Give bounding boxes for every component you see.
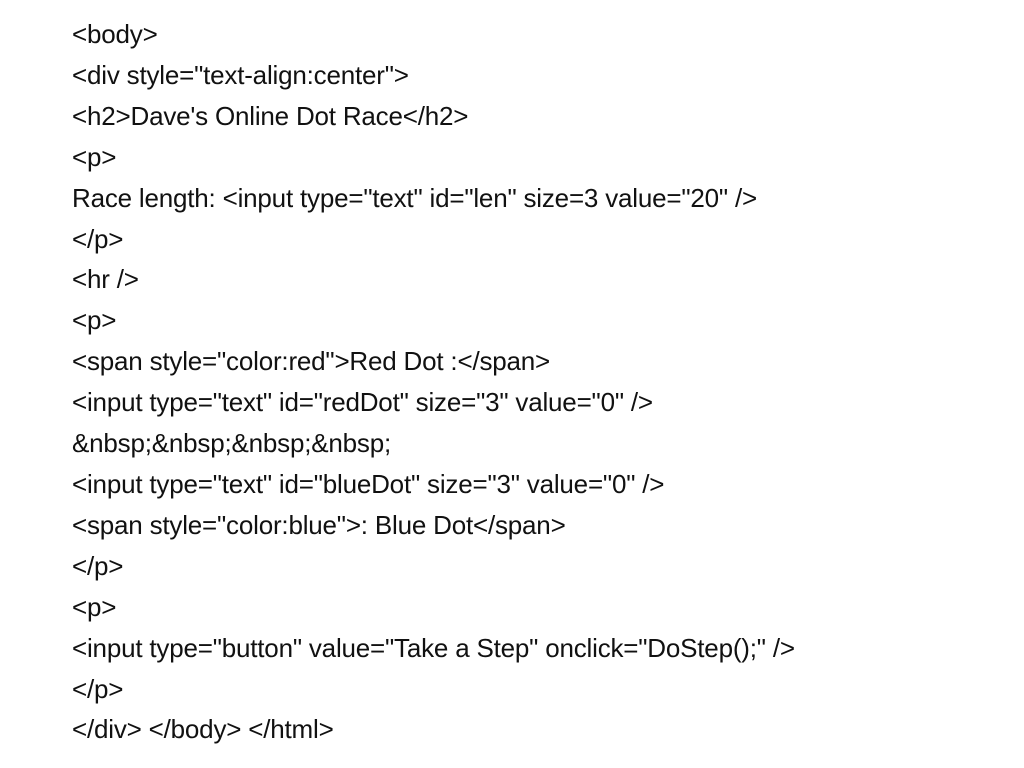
code-line-race-length: Race length: <input type="text" id="len"… xyxy=(72,182,757,213)
code-line-blue-dot-label: <span style="color:blue">: Blue Dot</spa… xyxy=(72,509,566,540)
code-line-spacing: &nbsp;&nbsp;&nbsp;&nbsp; xyxy=(72,428,391,459)
code-line-body-open: <body> xyxy=(72,19,158,49)
code-line-p-close: </p> xyxy=(72,550,124,581)
code-line-red-dot-label: <span style="color:red">Red Dot :</span> xyxy=(72,346,551,377)
code-line-p-close: </p> xyxy=(72,673,124,704)
code-line-red-dot-input: <input type="text" id="redDot" size="3" … xyxy=(72,387,653,418)
code-line-closing-tags: </div> </body> </html> xyxy=(72,714,334,745)
code-line-blue-dot-input: <input type="text" id="blueDot" size="3"… xyxy=(72,468,665,499)
code-line-div-open: <div style="text-align:center"> xyxy=(72,59,409,90)
code-line-p-open: <p> xyxy=(72,141,117,172)
code-line-p-open: <p> xyxy=(72,305,117,336)
code-line-p-open: <p> xyxy=(72,591,117,622)
code-line-step-button: <input type="button" value="Take a Step"… xyxy=(72,632,795,663)
code-line-p-close: </p> xyxy=(72,223,124,254)
code-line-hr: <hr /> xyxy=(72,264,139,295)
code-line-heading: <h2>Dave's Online Dot Race</h2> xyxy=(72,100,469,131)
